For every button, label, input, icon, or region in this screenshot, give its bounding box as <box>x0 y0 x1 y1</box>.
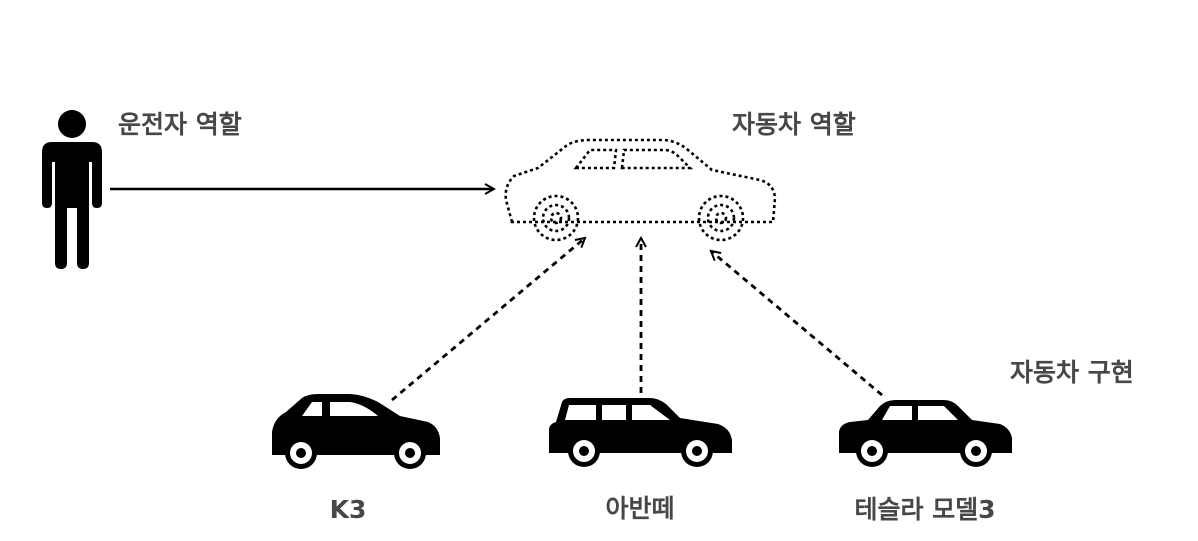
k3-label: K3 <box>330 495 367 524</box>
implementation-label: 자동차 구현 <box>1010 358 1134 387</box>
avante-label: 아반떼 <box>605 494 674 523</box>
k3-car-icon <box>272 394 440 469</box>
tesla-to-role-arrow <box>711 251 883 397</box>
tesla-label: 테슬라 모델3 <box>854 495 995 524</box>
tesla-car-icon <box>839 400 1012 467</box>
person-icon <box>42 110 102 269</box>
avante-car-icon <box>549 398 732 467</box>
k3-to-role-arrow <box>391 238 585 402</box>
dotted-car-icon <box>504 138 777 242</box>
driver-role-label: 운전자 역할 <box>118 110 242 139</box>
car-role-label: 자동차 역할 <box>732 110 856 139</box>
